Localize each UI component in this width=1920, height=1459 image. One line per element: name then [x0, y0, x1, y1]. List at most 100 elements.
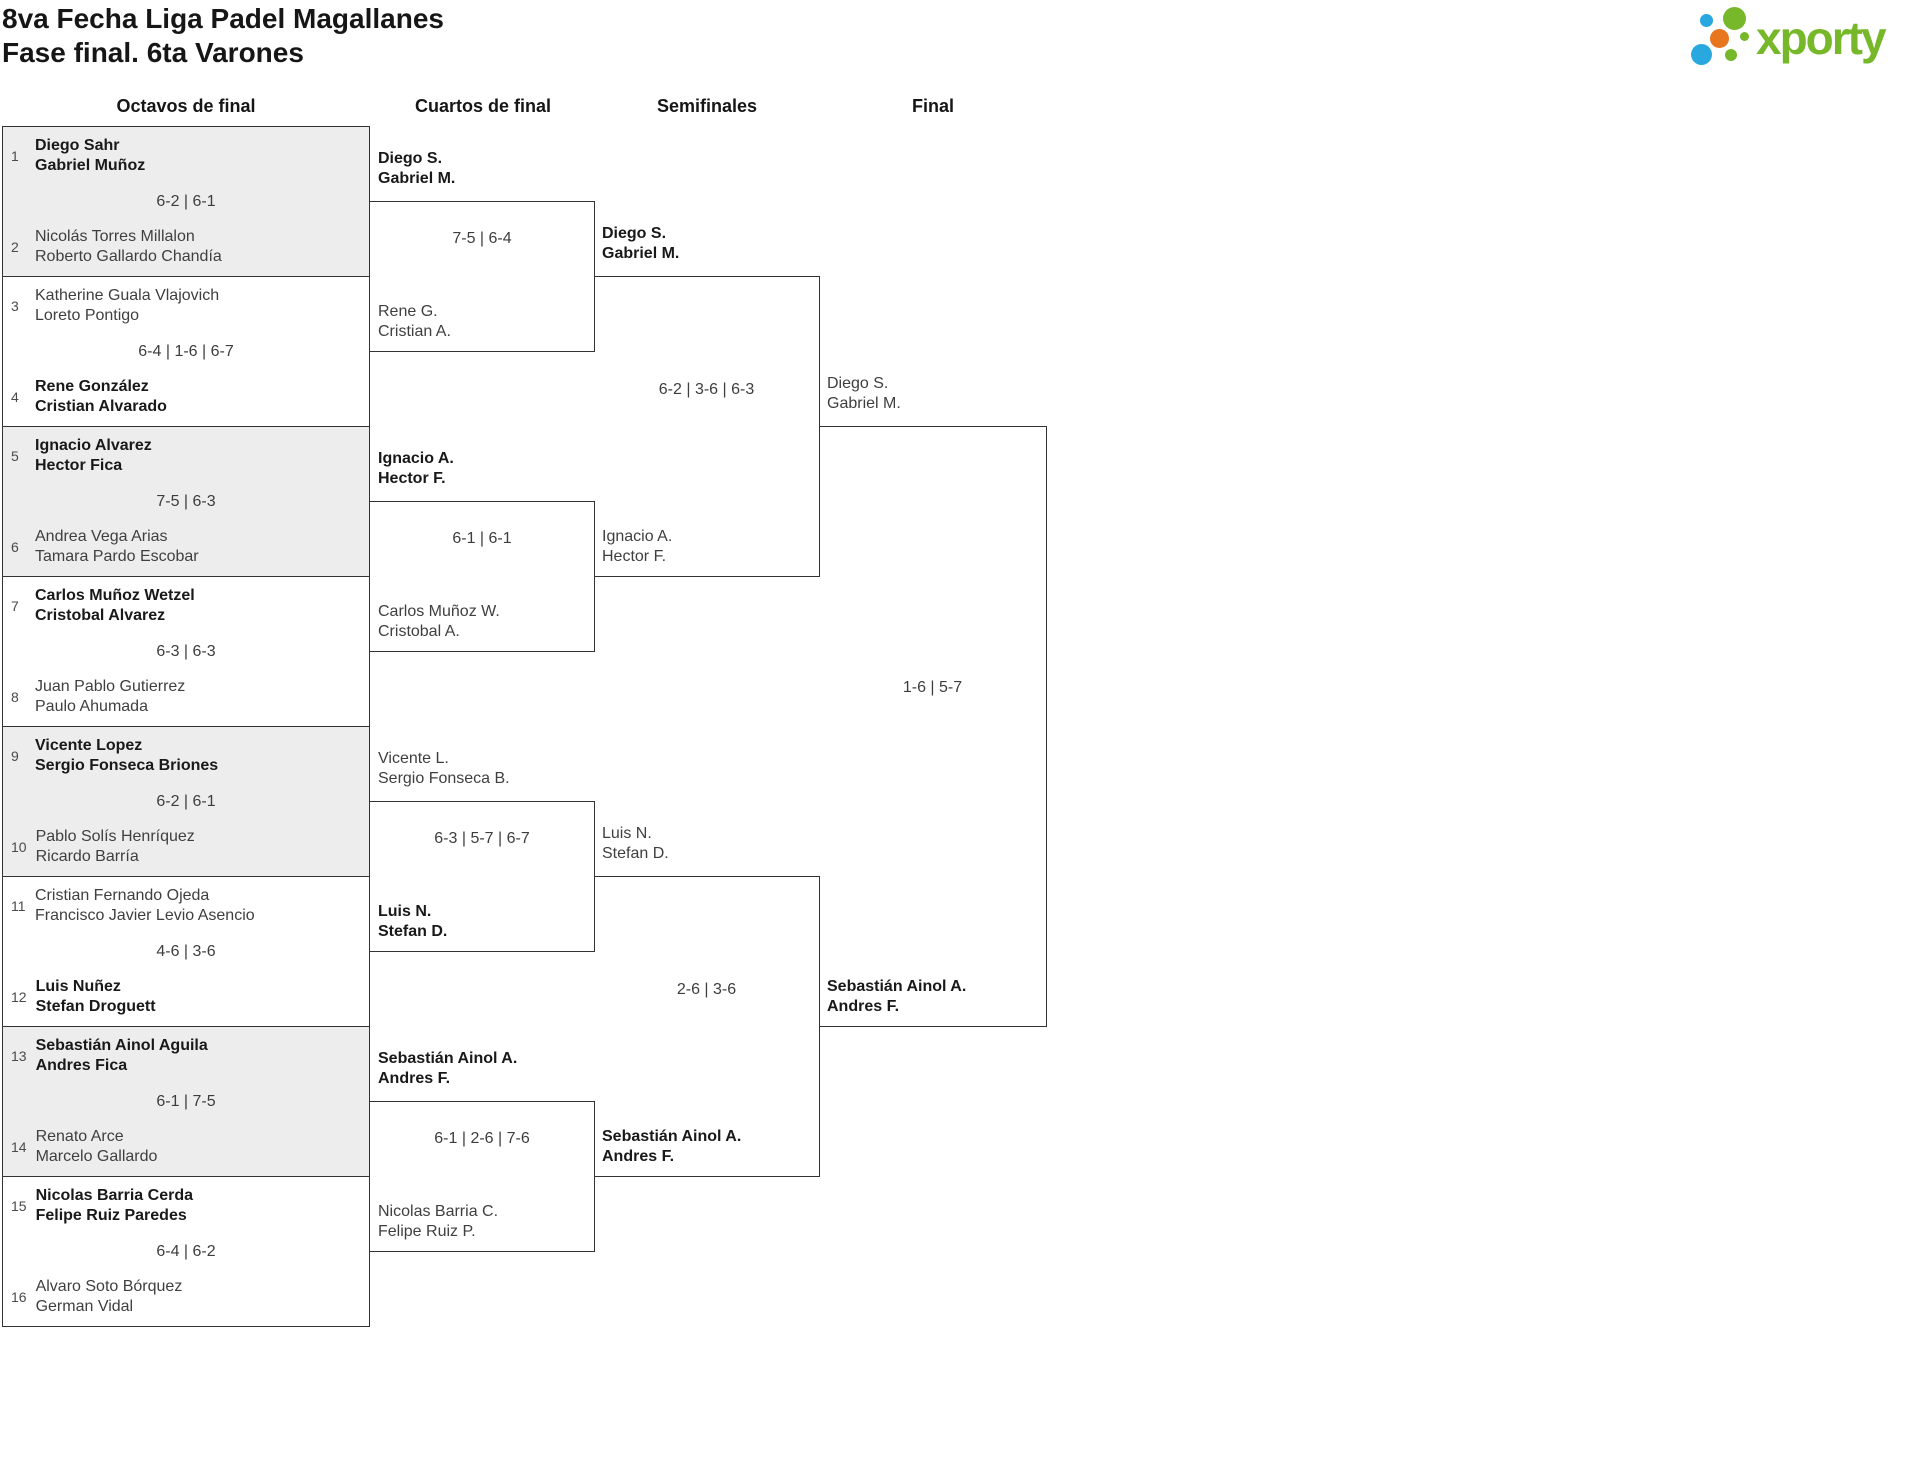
match-slot-bottom: 14 Renato Arce Marcelo Gallardo — [11, 1127, 363, 1167]
seed-number: 1 — [11, 148, 19, 164]
cuartos-1-team-top: Diego S. Gabriel M. — [378, 150, 456, 187]
xporty-logo: xporty — [1690, 5, 1918, 77]
match-score: 6-1 | 2-6 | 7-6 — [434, 1130, 530, 1147]
cuartos-3-team-top: Vicente L. Sergio Fonseca B. — [378, 750, 510, 787]
semifinal-match-1: 6-2 | 3-6 | 6-3 Ignacio A. Hector F. — [594, 276, 820, 577]
octavos-match-3: 5 Ignacio Alvarez Hector Fica 7-5 | 6-3 … — [2, 426, 370, 577]
match-score: 6-2 | 6-1 — [156, 793, 216, 810]
match-score: 6-4 | 6-2 — [156, 1243, 216, 1260]
seed-number: 3 — [11, 298, 19, 314]
seed-number: 11 — [11, 898, 26, 914]
round-header-octavos: Octavos de final — [116, 96, 256, 116]
logo-dot-icon — [1740, 32, 1749, 41]
match-score: 4-6 | 3-6 — [156, 943, 216, 960]
final-team-bottom: Sebastián Ainol A. Andres F. — [827, 978, 967, 1015]
team-name: Nicolás Torres Millalon Roberto Gallardo… — [35, 228, 222, 265]
tournament-subtitle: Fase final. 6ta Varones — [2, 37, 304, 68]
match-slot-bottom: 2 Nicolás Torres Millalon Roberto Gallar… — [11, 227, 363, 267]
team-name: Ignacio Alvarez Hector Fica — [35, 437, 152, 474]
final-match: 1-6 | 5-7 Sebastián Ainol A. Andres F. — [819, 426, 1047, 1027]
seed-number: 7 — [11, 598, 19, 614]
seed-number: 13 — [11, 1048, 27, 1064]
match-score: 7-5 | 6-3 — [156, 493, 216, 510]
team-name: Rene González Cristian Alvarado — [35, 378, 167, 415]
cuartos-2-team-bottom: Carlos Muñoz W. Cristobal A. — [378, 603, 500, 640]
seed-number: 16 — [11, 1289, 27, 1305]
match-score: 6-3 | 6-3 — [156, 643, 216, 660]
team-name: Katherine Guala Vlajovich Loreto Pontigo — [35, 287, 220, 324]
semifinal-match-2: 2-6 | 3-6 Sebastián Ainol A. Andres F. — [594, 876, 820, 1177]
seed-number: 14 — [11, 1139, 27, 1155]
octavos-match-6: 11 Cristian Fernando Ojeda Francisco Jav… — [2, 876, 370, 1027]
team-name: Nicolas Barria Cerda Felipe Ruiz Paredes — [35, 1187, 193, 1224]
octavos-match-5: 9 Vicente Lopez Sergio Fonseca Briones 6… — [2, 726, 370, 877]
octavos-match-1: 1 Diego Sahr Gabriel Muñoz 6-2 | 6-1 2 N… — [2, 126, 370, 277]
tournament-title: 8va Fecha Liga Padel Magallanes — [2, 3, 444, 34]
match-slot-top: 7 Carlos Muñoz Wetzel Cristobal Alvarez — [11, 586, 363, 626]
cuartos-match-2: 6-1 | 6-1 Carlos Muñoz W. Cristobal A. — [370, 501, 595, 652]
cuartos-4-team-bottom: Nicolas Barria C. Felipe Ruiz P. — [378, 1203, 499, 1240]
match-score: 7-5 | 6-4 — [452, 230, 512, 247]
semifinal-2-team-top: Luis N. Stefan D. — [602, 825, 669, 862]
match-slot-top: 9 Vicente Lopez Sergio Fonseca Briones — [11, 736, 363, 776]
team-name: Cristian Fernando Ojeda Francisco Javier… — [35, 887, 255, 924]
seed-number: 4 — [11, 389, 19, 405]
match-slot-top: 15 Nicolas Barria Cerda Felipe Ruiz Pare… — [11, 1186, 363, 1226]
match-slot-top: 3 Katherine Guala Vlajovich Loreto Ponti… — [11, 286, 363, 326]
match-slot-top: 11 Cristian Fernando Ojeda Francisco Jav… — [11, 886, 363, 926]
logo-dot-icon — [1710, 29, 1729, 48]
seed-number: 6 — [11, 539, 19, 555]
octavos-match-2: 3 Katherine Guala Vlajovich Loreto Ponti… — [2, 276, 370, 427]
seed-number: 15 — [11, 1198, 27, 1214]
cuartos-3-team-bottom: Luis N. Stefan D. — [378, 903, 448, 940]
cuartos-4-team-top: Sebastián Ainol A. Andres F. — [378, 1050, 518, 1087]
match-slot-bottom: 16 Alvaro Soto Bórquez German Vidal — [11, 1277, 363, 1317]
cuartos-1-team-bottom: Rene G. Cristian A. — [378, 303, 451, 340]
semifinal-2-team-bottom: Sebastián Ainol A. Andres F. — [602, 1128, 742, 1165]
seed-number: 5 — [11, 448, 19, 464]
match-score: 6-1 | 7-5 — [156, 1093, 216, 1110]
logo-wordmark: xporty — [1756, 12, 1887, 64]
match-score: 6-4 | 1-6 | 6-7 — [138, 343, 234, 360]
logo-dot-icon — [1725, 49, 1737, 61]
cuartos-match-4: 6-1 | 2-6 | 7-6 Nicolas Barria C. Felipe… — [370, 1101, 595, 1252]
team-name: Alvaro Soto Bórquez German Vidal — [35, 1278, 183, 1315]
seed-number: 10 — [11, 839, 27, 855]
match-slot-top: 13 Sebastián Ainol Aguila Andres Fica — [11, 1036, 363, 1076]
match-score: 2-6 | 3-6 — [676, 981, 737, 998]
team-name: Juan Pablo Gutierrez Paulo Ahumada — [35, 678, 186, 715]
team-name: Diego Sahr Gabriel Muñoz — [35, 137, 146, 174]
match-score: 1-6 | 5-7 — [902, 679, 963, 696]
seed-number: 12 — [11, 989, 27, 1005]
round-header-final: Final — [911, 96, 955, 116]
match-score: 6-2 | 3-6 | 6-3 — [658, 381, 755, 398]
round-header-cuartos: Cuartos de final — [414, 96, 552, 116]
page-title: 8va Fecha Liga Padel Magallanes Fase fin… — [2, 2, 444, 70]
match-score: 6-2 | 6-1 — [156, 193, 216, 210]
octavos-match-7: 13 Sebastián Ainol Aguila Andres Fica 6-… — [2, 1026, 370, 1177]
cuartos-match-3: 6-3 | 5-7 | 6-7 Luis N. Stefan D. — [370, 801, 595, 952]
match-slot-bottom: 10 Pablo Solís Henríquez Ricardo Barría — [11, 827, 363, 867]
semifinal-1-team-top: Diego S. Gabriel M. — [602, 225, 680, 262]
team-name: Vicente Lopez Sergio Fonseca Briones — [35, 737, 219, 774]
team-name: Luis Nuñez Stefan Droguett — [35, 978, 156, 1015]
team-name: Pablo Solís Henríquez Ricardo Barría — [35, 828, 195, 865]
seed-number: 9 — [11, 748, 19, 764]
seed-number: 2 — [11, 239, 19, 255]
seed-number: 8 — [11, 689, 19, 705]
logo-dot-icon — [1700, 14, 1713, 27]
octavos-match-8: 15 Nicolas Barria Cerda Felipe Ruiz Pare… — [2, 1176, 370, 1327]
logo-dot-icon — [1691, 44, 1712, 65]
match-slot-top: 1 Diego Sahr Gabriel Muñoz — [11, 136, 363, 176]
match-slot-bottom: 4 Rene González Cristian Alvarado — [11, 377, 363, 417]
cuartos-match-1: 7-5 | 6-4 Rene G. Cristian A. — [370, 201, 595, 352]
match-score: 6-1 | 6-1 — [452, 530, 512, 547]
octavos-match-4: 7 Carlos Muñoz Wetzel Cristobal Alvarez … — [2, 576, 370, 727]
match-score: 6-3 | 5-7 | 6-7 — [434, 830, 530, 847]
team-name: Andrea Vega Arias Tamara Pardo Escobar — [35, 528, 199, 565]
team-name: Renato Arce Marcelo Gallardo — [35, 1128, 158, 1165]
final-team-top: Diego S. Gabriel M. — [827, 375, 901, 412]
match-slot-bottom: 8 Juan Pablo Gutierrez Paulo Ahumada — [11, 677, 363, 717]
semifinal-1-team-bottom: Ignacio A. Hector F. — [602, 528, 673, 565]
